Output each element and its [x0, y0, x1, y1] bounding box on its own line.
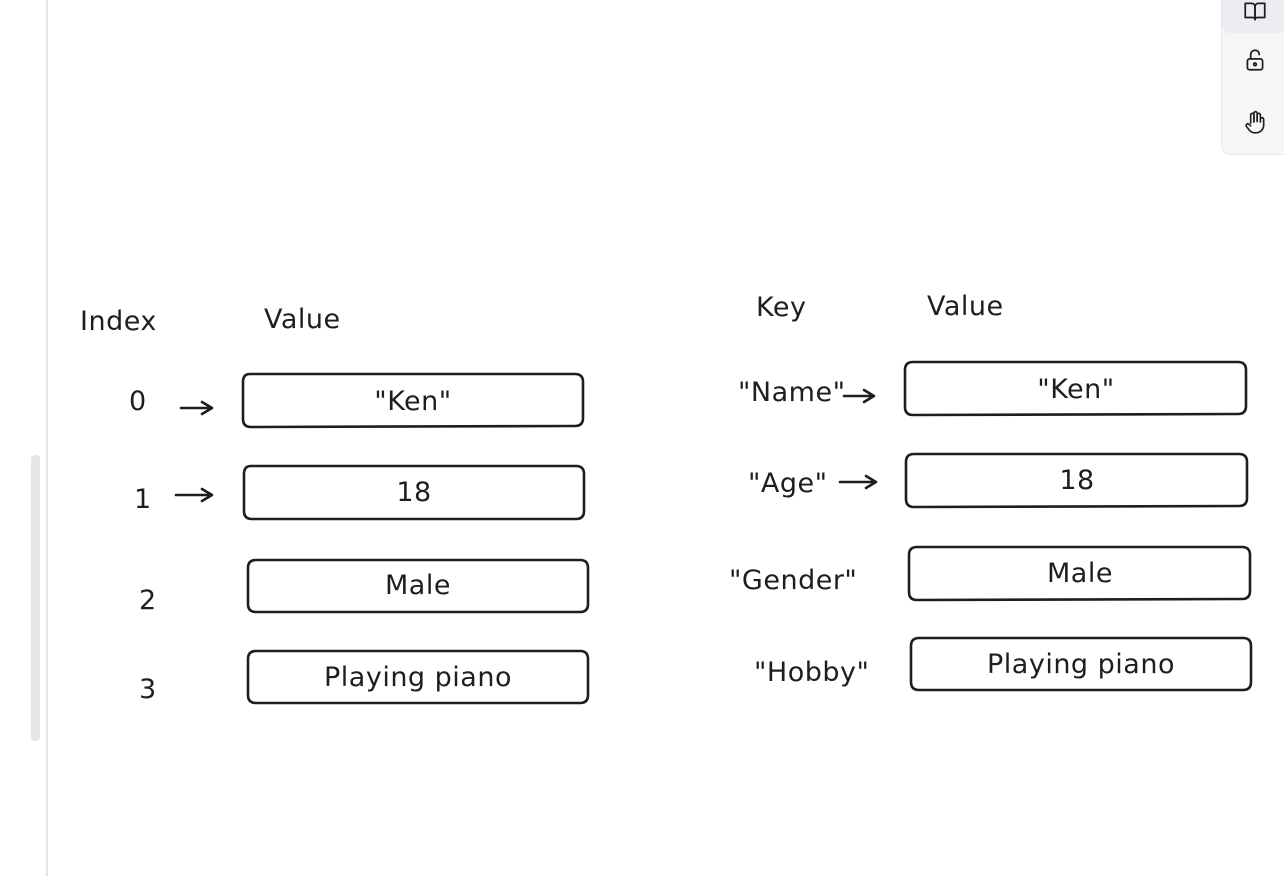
array-value-box-2[interactable]	[246, 558, 590, 614]
array-index-header[interactable]: Index	[80, 306, 157, 337]
array-arrow-0[interactable]	[179, 400, 214, 416]
object-key-hobby[interactable]: "Hobby"	[754, 657, 869, 688]
hand-tool-button[interactable]	[1222, 100, 1284, 144]
object-value-gender[interactable]: Male	[1047, 558, 1113, 589]
array-value-1[interactable]: 18	[396, 477, 431, 508]
lock-toggle-button[interactable]	[1222, 38, 1284, 82]
object-value-header[interactable]: Value	[927, 291, 1004, 322]
object-arrow-age[interactable]	[838, 474, 878, 490]
array-index-2[interactable]: 2	[139, 585, 157, 616]
array-value-2[interactable]: Male	[385, 570, 451, 601]
object-value-age[interactable]: 18	[1059, 465, 1094, 496]
object-value-box-age[interactable]	[904, 452, 1249, 509]
object-arrow-name[interactable]	[842, 388, 876, 404]
hand-pan-icon	[1245, 110, 1265, 134]
unlock-icon	[1246, 49, 1264, 71]
side-toolbar	[1221, 0, 1284, 155]
array-index-0[interactable]: 0	[129, 386, 147, 417]
array-value-box-3[interactable]	[246, 649, 590, 705]
object-value-box-hobby[interactable]	[909, 636, 1253, 692]
object-key-header[interactable]: Key	[756, 292, 806, 323]
array-index-1[interactable]: 1	[134, 484, 152, 515]
array-value-box-1[interactable]	[242, 464, 586, 521]
vertical-scrollbar[interactable]	[31, 455, 40, 741]
book-open-icon	[1244, 2, 1266, 21]
canvas-left-border	[46, 0, 48, 876]
library-button[interactable]	[1222, 0, 1284, 33]
array-index-3[interactable]: 3	[139, 674, 157, 705]
object-value-hobby[interactable]: Playing piano	[987, 649, 1175, 680]
array-value-header[interactable]: Value	[264, 304, 341, 335]
object-value-name[interactable]: "Ken"	[1037, 374, 1114, 405]
array-value-3[interactable]: Playing piano	[324, 662, 512, 693]
object-key-gender[interactable]: "Gender"	[729, 565, 857, 596]
object-value-box-name[interactable]	[903, 360, 1248, 417]
array-value-0[interactable]: "Ken"	[374, 386, 451, 417]
object-key-name[interactable]: "Name"	[738, 377, 846, 408]
object-value-box-gender[interactable]	[907, 545, 1252, 602]
array-value-box-0[interactable]	[241, 372, 585, 429]
array-arrow-1[interactable]	[174, 487, 214, 503]
object-key-age[interactable]: "Age"	[748, 468, 828, 499]
